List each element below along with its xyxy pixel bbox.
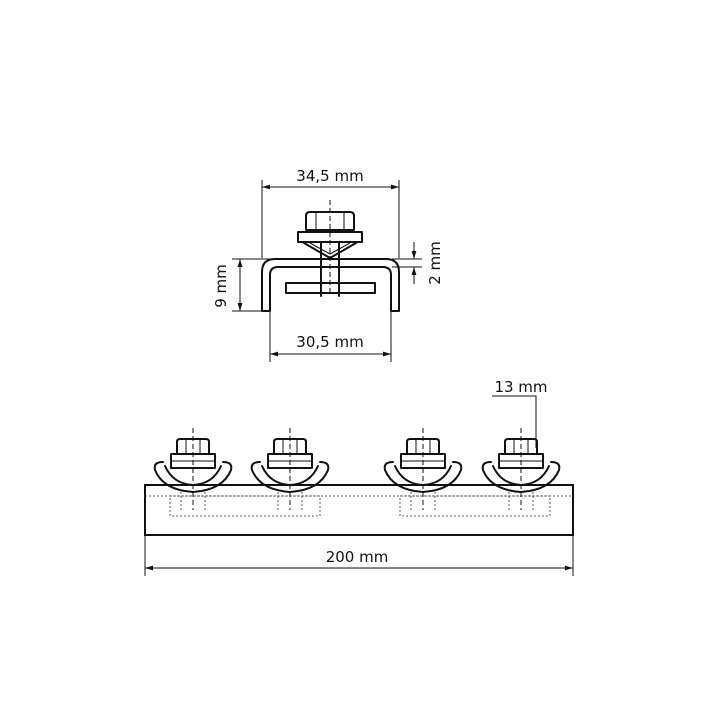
clamp-1 xyxy=(153,428,233,510)
clamp-4 xyxy=(481,428,561,510)
hidden-slot-left xyxy=(169,495,321,517)
dim-height-label: 9 mm xyxy=(212,264,230,308)
hex-nut xyxy=(305,211,355,231)
u-channel-outline xyxy=(261,258,400,312)
clamp-section-view: 34,5 mm 30,5 mm 9 mm 2 mm xyxy=(212,167,444,362)
clamp-3 xyxy=(383,428,463,510)
dim-hex-size-label: 13 mm xyxy=(494,378,547,396)
clamp-2 xyxy=(250,428,330,510)
hidden-slot-right xyxy=(399,495,551,517)
dim-inner-width-label: 30,5 mm xyxy=(296,333,363,351)
clamp-washer xyxy=(297,231,363,243)
bar-side-view: 13 mm 200 mm xyxy=(144,378,574,576)
dim-thickness-label: 2 mm xyxy=(426,241,444,285)
dim-top-width-label: 34,5 mm xyxy=(296,167,363,185)
earthing-bar xyxy=(144,484,574,536)
hex-size-leader xyxy=(492,395,537,448)
dim-length-label: 200 mm xyxy=(326,548,389,566)
